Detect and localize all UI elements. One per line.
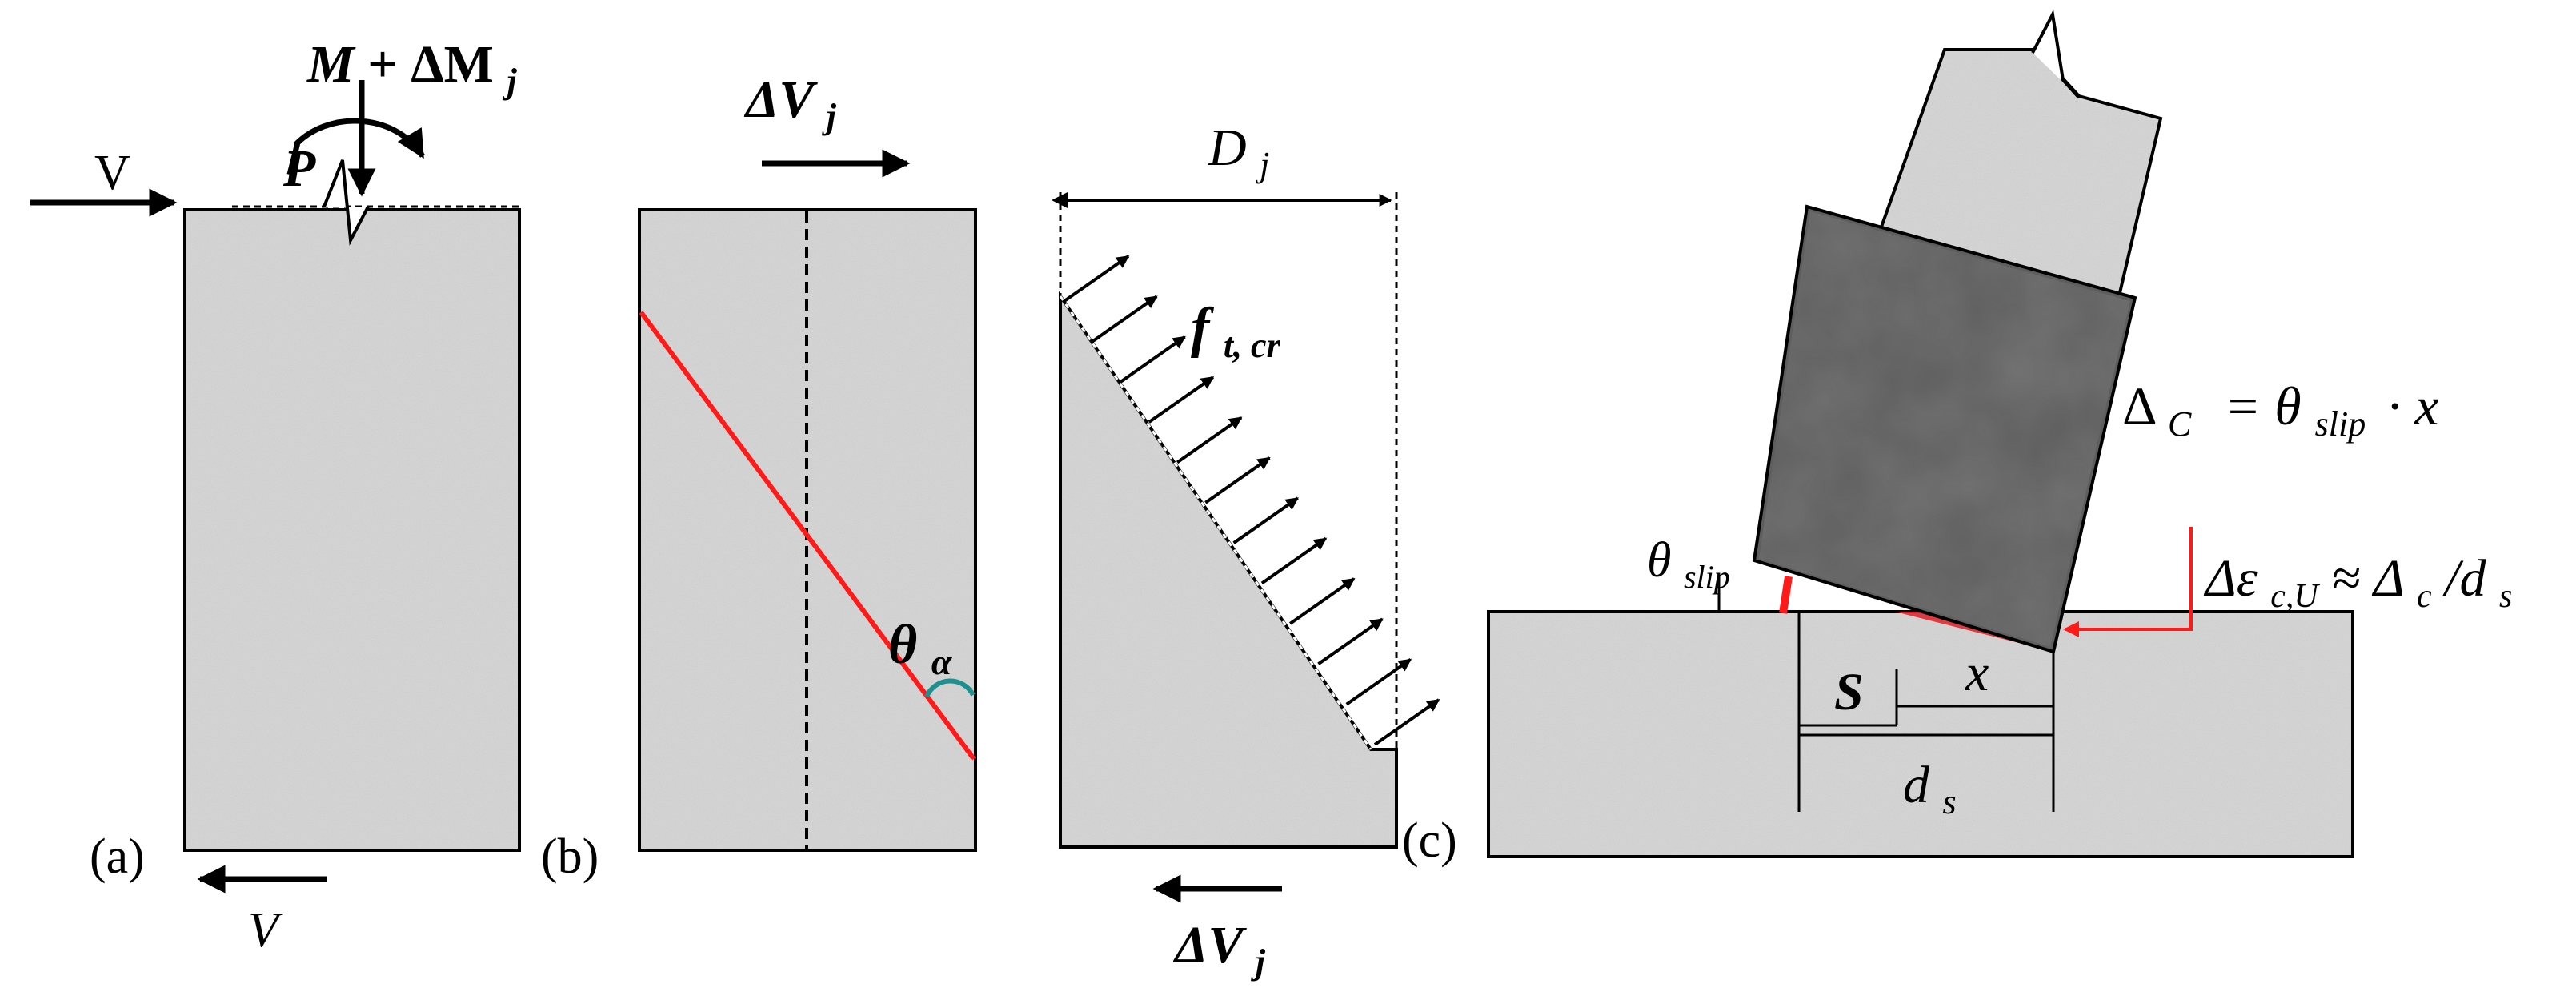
stress-arrow [1148, 376, 1215, 424]
panel-b-angle-main: θ [888, 614, 917, 676]
panel-c-stress-main: f [1191, 297, 1215, 359]
panel-a-shear-top-label: V [94, 146, 130, 200]
panel-d-theta-slip-label: θ slip [1647, 533, 1730, 595]
panel-a: V V P M + ΔM j (a) [30, 35, 521, 958]
panel-b-shear-label: ΔV j [743, 70, 837, 136]
panel-d-theta-sub: slip [1684, 559, 1730, 595]
panel-d-x-label: x [1965, 644, 1989, 702]
panel-c-depth-label: D j [1208, 118, 1269, 184]
panel-a-shear-bottom-label: V [248, 903, 283, 958]
panel-d-delta-c-eq-sub: slip [2315, 404, 2366, 444]
panel-d-ds-label: d s [1903, 756, 1957, 821]
stress-arrow [1092, 295, 1158, 343]
panel-d-delta-c-eq-tail: · x [2387, 376, 2438, 436]
stress-arrow [1063, 255, 1130, 303]
panel-b: ΔV j θ α (b) [541, 70, 977, 884]
panel-b-angle-arc [924, 678, 976, 698]
panel-d-theta-main: θ [1647, 533, 1671, 588]
panel-b-shear-sub: j [822, 97, 837, 136]
panel-d-strain-eq-mid: /d [2442, 549, 2486, 608]
panel-d-upper-column-texture [1880, 53, 2157, 293]
panel-d: θ slip S x d s Δ C = θ slip · x Δε c,U ≈… [1487, 9, 2512, 858]
panel-d-ds-main: d [1903, 756, 1930, 814]
panel-a-moment-label: M + ΔM j [306, 35, 517, 101]
panel-a-tag: (a) [90, 829, 145, 884]
panel-c-texture [1062, 299, 1395, 845]
panel-d-delta-c-equation: Δ C = θ slip · x [2122, 376, 2438, 448]
panel-b-shear-main: ΔV [743, 70, 818, 129]
panel-a-moment-arc [294, 118, 426, 159]
panel-c-depth-main: D [1208, 118, 1247, 177]
panel-c-stress-label: f t, cr [1191, 297, 1281, 365]
panel-d-delta-c-main: Δ [2122, 376, 2156, 436]
panel-d-rotating-block-texture [1759, 211, 2130, 647]
panel-c-stress-arrows [1063, 255, 1440, 746]
stress-arrow [1289, 577, 1356, 625]
panel-d-delta-c-sub: C [2168, 404, 2192, 444]
panel-a-axial-label: P [282, 139, 316, 198]
panel-d-strain-eq: ≈ Δ [2331, 549, 2403, 608]
panel-c-depth-sub: j [1256, 145, 1269, 184]
panel-c: D j f t, cr ΔV j (c) [1052, 118, 1457, 982]
panel-a-moment-sub: j [502, 62, 517, 101]
panel-a-moment-main: M [306, 35, 356, 94]
stress-arrow [1317, 617, 1384, 665]
panel-d-strain-main: Δε [2203, 549, 2258, 608]
panel-b-crack-line [639, 311, 976, 761]
panel-b-tag: (b) [541, 829, 599, 884]
stress-arrow [1232, 496, 1299, 544]
panel-c-tag: (c) [1402, 813, 1457, 868]
panel-d-strain-eq-sub: c [2417, 578, 2432, 615]
panel-d-strain-eq-sub2: s [2499, 578, 2512, 615]
stress-arrow [1204, 456, 1271, 504]
panel-d-delta-c-eq: = θ [2224, 376, 2301, 436]
panel-d-ds-sub: s [1943, 782, 1957, 821]
panel-a-break-symbol [323, 159, 370, 246]
stress-arrow [1260, 536, 1328, 585]
stress-arrow [1345, 657, 1412, 706]
panel-b-angle-label: θ α [888, 614, 953, 682]
stress-arrow [1176, 416, 1243, 464]
panel-d-break-symbol [2031, 9, 2081, 99]
stress-arrow [1373, 698, 1440, 746]
panel-d-crack-opening [1779, 576, 1793, 614]
panel-c-shear-sub: j [1251, 942, 1266, 982]
panel-d-s-label: S [1834, 663, 1864, 721]
panel-b-angle-sub: α [931, 641, 953, 682]
panel-c-stress-sub: t, cr [1224, 326, 1281, 365]
panel-a-moment-arc-tail [286, 142, 301, 175]
panel-a-moment-plus: + ΔM [367, 35, 494, 94]
panel-d-strain-pointer [2063, 527, 2193, 637]
panel-a-texture [186, 211, 518, 849]
panel-c-shear-label: ΔV j [1172, 916, 1266, 982]
panel-d-strain-sub: c,U [2270, 578, 2320, 615]
panel-d-strain-equation: Δε c,U ≈ Δ c /d s [2203, 549, 2512, 619]
stress-arrow [1120, 335, 1186, 384]
panel-c-shear-main: ΔV [1172, 916, 1247, 974]
